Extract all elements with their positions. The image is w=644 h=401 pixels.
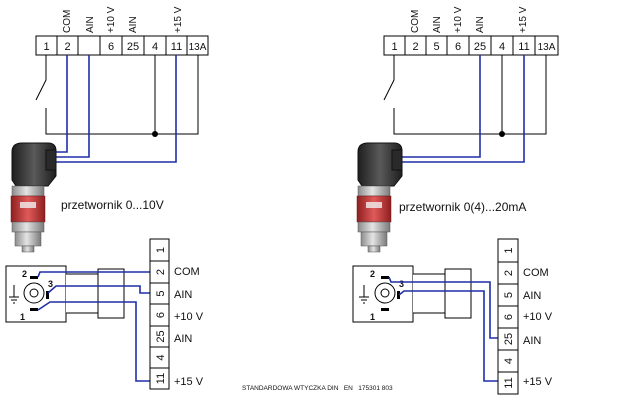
right-junction-dot [499, 131, 505, 137]
right-signal-wiring [400, 55, 525, 163]
left-control-wiring [35, 55, 199, 135]
left-block-terminal-5: 5 [155, 290, 167, 296]
right-terminal-13a: 13A [538, 42, 556, 53]
right-terminal-5: 5 [433, 41, 439, 53]
left-block-label-ain: AIN [174, 289, 192, 301]
right-header-ain2: AIN [475, 16, 486, 33]
left-terminal-25: 25 [127, 41, 139, 53]
left-terminal-6: 6 [108, 41, 114, 53]
right-pin-1: 1 [370, 312, 375, 322]
left-terminal-11: 11 [171, 41, 182, 53]
left-pin-3: 3 [48, 279, 53, 289]
left-terminal-1: 1 [43, 41, 49, 53]
right-terminal-4: 4 [499, 41, 505, 53]
right-block-terminal-1: 1 [503, 247, 515, 253]
left-pin-2: 2 [22, 269, 27, 279]
left-header-ain2: AIN [128, 16, 139, 33]
right-top-headers: COM AIN +10 V AIN +15 V [410, 6, 529, 33]
left-terminal-strip: 1 2 6 25 4 11 13A [35, 35, 209, 56]
left-terminal-block: 1 2 5 6 25 4 11 [149, 238, 170, 390]
right-terminal-25: 25 [474, 41, 486, 53]
left-signal-wiring [52, 55, 177, 163]
right-block-terminal-5: 5 [503, 292, 515, 298]
right-header-com: COM [410, 10, 421, 33]
right-connector-wiring [388, 276, 498, 382]
right-panel: COM AIN +10 V AIN +15 V 1 2 5 6 25 4 11 … [352, 6, 559, 395]
left-header-ain: AIN [85, 16, 96, 33]
right-control-wiring [383, 55, 547, 135]
left-block-terminal-11: 11 [155, 373, 167, 384]
right-header-10v: +10 V [453, 6, 464, 33]
right-header-15v: +15 V [518, 6, 529, 33]
left-sensor-label: przetwornik 0...10V [61, 198, 164, 212]
left-block-label-ain2: AIN [174, 333, 192, 345]
right-sensor-label: przetwornik 0(4)...20mA [399, 200, 526, 214]
left-pressure-transmitter [10, 142, 57, 253]
right-header-ain: AIN [432, 16, 443, 33]
right-din-connector: 2 3 1 [352, 265, 472, 323]
left-block-terminal-25: 25 [155, 330, 167, 342]
right-block-label-com: COM [523, 267, 549, 279]
left-header-15v: +15 V [173, 6, 184, 33]
right-terminal-11: 11 [518, 41, 529, 53]
right-pressure-transmitter [356, 142, 403, 253]
left-junction-dot [152, 131, 158, 137]
left-block-terminal-1: 1 [155, 247, 167, 253]
left-header-com: COM [62, 10, 73, 33]
footer-caption: STANDARDOWA WTYCZKA DIN EN 175301 803 [242, 385, 393, 392]
left-block-label-15v: +15 V [174, 376, 204, 388]
ground-icon [359, 285, 369, 304]
left-pin-1: 1 [20, 312, 25, 322]
left-block-terminal-4: 4 [155, 354, 167, 360]
right-block-terminal-4: 4 [503, 358, 515, 364]
right-block-terminal-25: 25 [503, 333, 515, 345]
left-block-terminal-2: 2 [155, 269, 167, 275]
right-terminal-block: 1 2 5 6 25 4 11 [497, 238, 519, 395]
left-terminal-4: 4 [152, 41, 158, 53]
left-block-label-com: COM [174, 266, 200, 278]
ground-icon [9, 285, 19, 304]
right-terminal-strip: 1 2 5 6 25 4 11 13A [383, 35, 559, 56]
right-terminal-2: 2 [412, 41, 418, 53]
right-block-label-ain: AIN [523, 290, 541, 302]
right-terminal-6: 6 [455, 41, 461, 53]
left-connector-wiring [37, 271, 150, 382]
left-din-connector: 2 3 1 [5, 265, 125, 323]
right-pin-2: 2 [370, 269, 375, 279]
right-block-terminal-2: 2 [503, 270, 515, 276]
left-terminal-13a: 13A [189, 42, 207, 53]
right-block-terminal-6: 6 [503, 314, 515, 320]
right-block-terminal-11: 11 [503, 377, 515, 388]
right-block-label-10v: +10 V [523, 311, 553, 323]
left-terminal-2: 2 [64, 41, 70, 53]
right-terminal-1: 1 [391, 41, 397, 53]
right-pin-3: 3 [399, 279, 404, 289]
right-block-label-ain2: AIN [523, 335, 541, 347]
left-header-10v: +10 V [106, 6, 117, 33]
left-panel: COM AIN +10 V AIN +15 V 1 2 6 25 4 11 13… [5, 6, 209, 390]
right-block-label-15v: +15 V [523, 376, 553, 388]
left-top-headers: COM AIN +10 V AIN +15 V [62, 6, 184, 33]
left-block-label-10v: +10 V [174, 311, 204, 323]
left-block-terminal-6: 6 [155, 312, 167, 318]
